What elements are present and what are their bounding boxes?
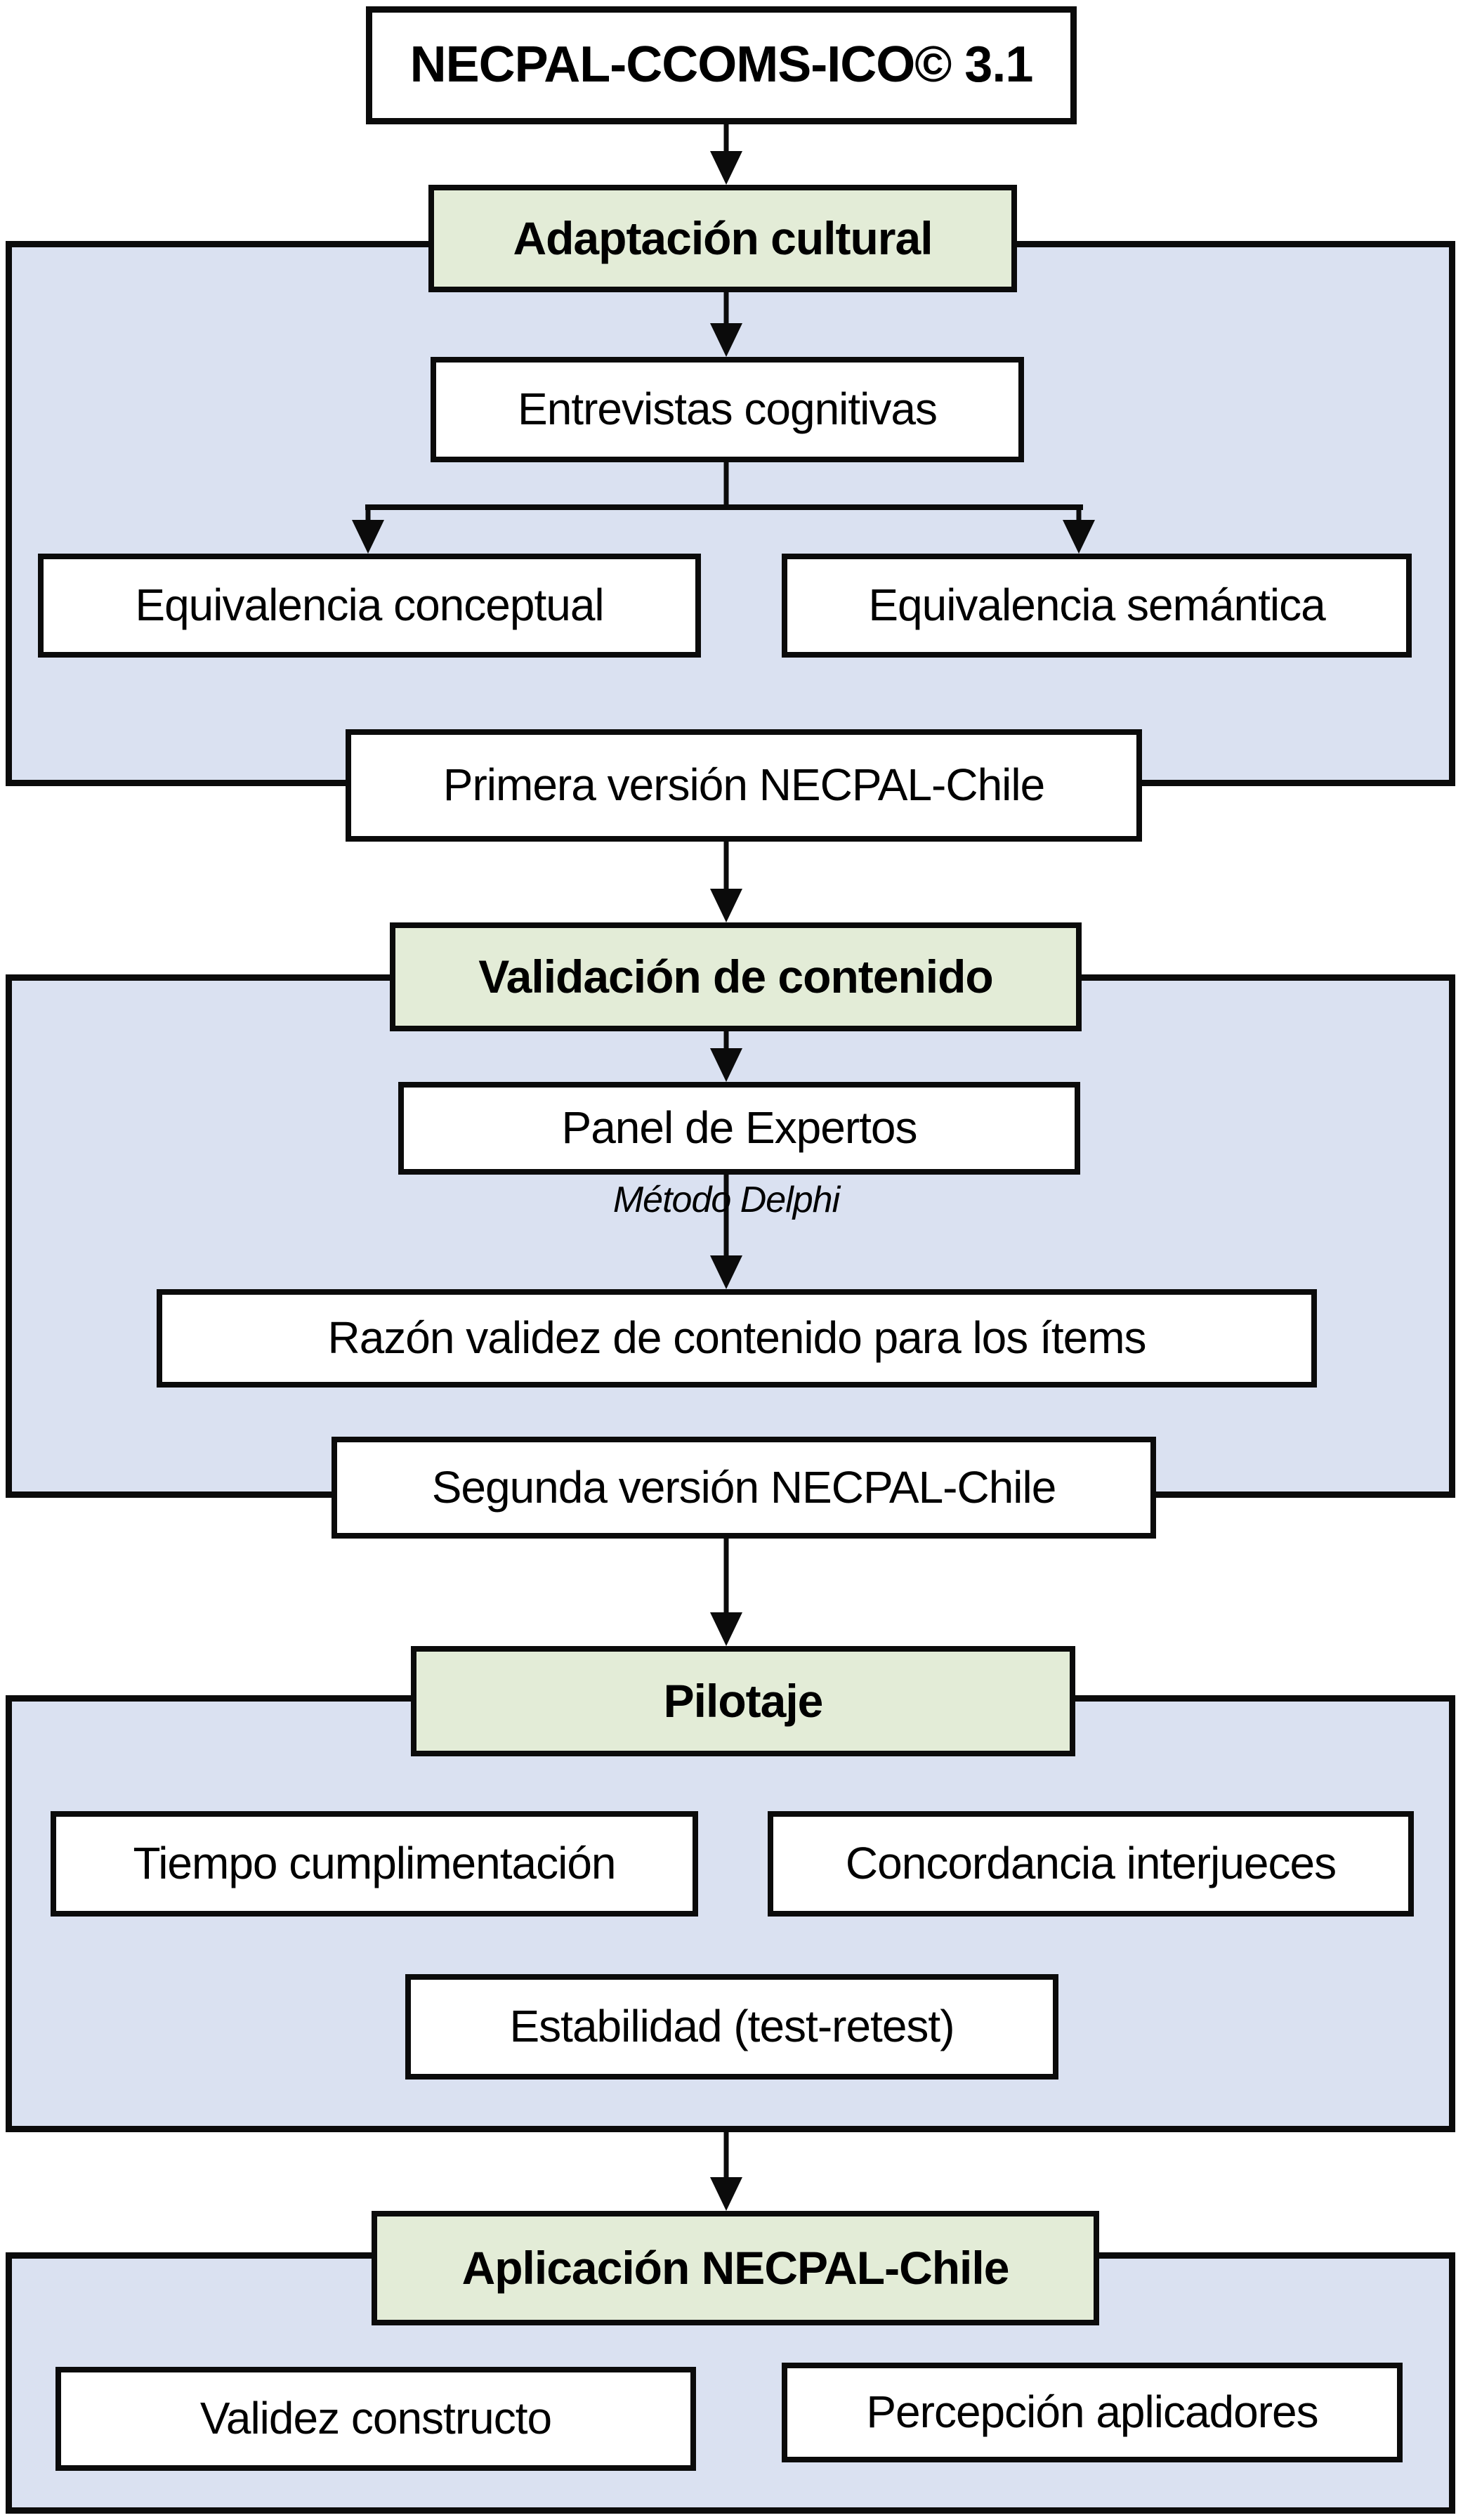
stage3-header-label: Pilotaje [663,1674,824,1727]
connector-stage3-to-stage4 [723,2132,729,2180]
stage1-branch-left-box: Equivalencia conceptual [38,554,701,658]
source-instrument-label: NECPAL-CCOMS-ICO© 3.1 [409,37,1034,93]
stage4-measure-left-box: Validez constructo [55,2367,696,2471]
stage1-step-label: Entrevistas cognitivas [518,384,938,435]
arrowhead-down-icon [710,323,742,357]
stage1-step-box: Entrevistas cognitivas [431,357,1024,462]
connector-branch-bar [365,504,1083,510]
stage2-header-label: Validación de contenido [478,950,993,1003]
connector-branch-left [365,504,371,523]
stage3-measure-left-box: Tiempo cumplimentación [51,1811,698,1917]
arrowhead-down-icon [710,889,742,922]
stage1-branch-right-label: Equivalencia semántica [868,580,1325,631]
connector-stage1-to-step [723,292,729,325]
stage1-header-label: Adaptación cultural [513,211,933,264]
stage1-branch-left-label: Equivalencia conceptual [135,580,604,631]
source-instrument-box: NECPAL-CCOMS-ICO© 3.1 [366,6,1077,124]
stage2-header-box: Validación de contenido [390,922,1082,1031]
arrowhead-down-icon [352,520,384,554]
connector-branch-right [1076,504,1082,523]
arrowhead-down-icon [710,1612,742,1646]
stage2-step-box: Panel de Expertos [398,1082,1080,1175]
stage3-measure-left-label: Tiempo cumplimentación [133,1838,616,1889]
method-note: Método Delphi [612,1180,840,1220]
stage2-measure-label: Razón validez de contenido para los ítem… [327,1312,1146,1364]
stage3-measure-bottom-label: Estabilidad (test-retest) [509,2001,954,2052]
stage4-measure-right-label: Percepción aplicadores [866,2387,1318,2438]
stage3-measure-right-box: Concordancia interjueces [768,1811,1414,1917]
arrowhead-down-icon [1063,520,1095,554]
arrowhead-down-icon [710,1048,742,1082]
stage1-header-box: Adaptación cultural [428,185,1017,292]
connector-expertos-to-razon [723,1175,729,1258]
connector-branch-stem [723,462,729,507]
stage1-result-label: Primera versión NECPAL-Chile [442,759,1045,811]
stage4-measure-left-label: Validez constructo [199,2393,552,2444]
stage2-result-box: Segunda versión NECPAL-Chile [332,1437,1156,1539]
stage1-result-box: Primera versión NECPAL-Chile [346,729,1142,842]
stage2-result-label: Segunda versión NECPAL-Chile [431,1461,1057,1513]
stage3-header-box: Pilotaje [411,1646,1075,1756]
connector-result1-to-stage2 [723,842,729,891]
arrowhead-down-icon [710,1255,742,1289]
stage3-measure-bottom-box: Estabilidad (test-retest) [405,1974,1058,2080]
stage2-measure-box: Razón validez de contenido para los ítem… [157,1289,1317,1388]
connector-stage2-to-step [723,1031,729,1051]
stage3-measure-right-label: Concordancia interjueces [845,1838,1337,1889]
stage4-measure-right-box: Percepción aplicadores [782,2363,1403,2462]
stage1-branch-right-box: Equivalencia semántica [782,554,1412,658]
arrowhead-down-icon [710,151,742,185]
connector-result2-to-stage3 [723,1539,729,1614]
stage4-header-box: Aplicación NECPAL-Chile [372,2211,1099,2325]
stage4-header-label: Aplicación NECPAL-Chile [461,2241,1010,2294]
stage2-step-label: Panel de Expertos [561,1102,918,1154]
connector-source-to-stage1 [723,124,729,152]
arrowhead-down-icon [710,2177,742,2211]
